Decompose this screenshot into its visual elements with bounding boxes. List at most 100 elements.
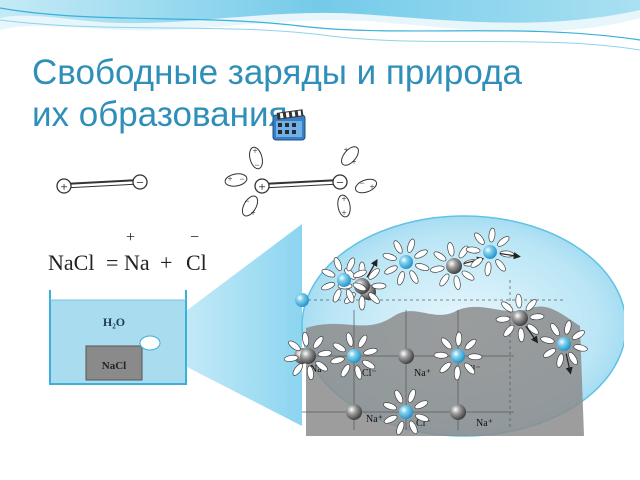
svg-text:+: + xyxy=(250,208,255,218)
water-dipole xyxy=(568,351,578,365)
dipole-positive-end: + xyxy=(60,179,67,194)
water-dipole xyxy=(495,315,511,323)
hydrated-ion xyxy=(465,227,521,277)
svg-text:+: + xyxy=(341,208,346,218)
hydrated-molecule: + − +− +− −+ ++ −+ ++ xyxy=(224,145,378,218)
water-dipole xyxy=(321,282,336,291)
water-dipole xyxy=(497,236,510,247)
water-dipole xyxy=(321,268,336,278)
equation-plus: + xyxy=(160,250,172,275)
water-dipole xyxy=(556,353,564,368)
water-dipole xyxy=(288,340,301,351)
water-dipole xyxy=(488,227,496,243)
chloride-ion xyxy=(483,245,497,259)
lattice-label-na-4: Na⁺ xyxy=(476,418,493,429)
water-dipole xyxy=(363,347,378,356)
water-dipole xyxy=(397,271,405,286)
water-dipole xyxy=(346,257,356,272)
water-dipole xyxy=(317,350,333,358)
water-dipole xyxy=(440,337,453,350)
equation-compound: NaCl xyxy=(48,250,94,275)
water-dipole xyxy=(455,331,463,347)
water-dipole xyxy=(306,365,314,381)
lattice-label-cl-3: Cl⁻ xyxy=(416,418,431,429)
water-dipole xyxy=(315,361,328,372)
equation-anion: Cl xyxy=(186,250,207,275)
ion-motion-arrow xyxy=(525,325,539,344)
water-dipole xyxy=(453,365,461,381)
equation-cation: Na xyxy=(124,250,150,275)
svg-text:−: − xyxy=(244,196,249,206)
hydrated-ion xyxy=(540,320,588,375)
sodium-ion xyxy=(512,310,528,326)
water-dipole xyxy=(346,288,355,303)
water-dipole xyxy=(526,323,539,335)
lattice-label-na-2: Na⁺ xyxy=(414,368,431,379)
svg-text:+: + xyxy=(343,145,348,155)
water-dipole xyxy=(414,249,428,259)
water-dipole xyxy=(407,238,415,253)
water-dipole xyxy=(571,330,585,340)
water-dipole xyxy=(474,232,485,245)
chloride-ion xyxy=(451,349,465,363)
ion-motion-arrow xyxy=(499,252,521,260)
water-dipole xyxy=(352,269,367,278)
svg-text:−: − xyxy=(359,178,364,188)
hydrated-ion xyxy=(433,331,483,381)
water-dipole xyxy=(382,253,397,261)
header-wave-decoration xyxy=(0,0,640,51)
chloride-ion xyxy=(347,349,361,363)
water-dipole xyxy=(447,242,455,257)
title-line-2: их образования xyxy=(32,95,288,134)
ion-motion-arrow xyxy=(366,258,378,278)
svg-text:+: + xyxy=(258,179,265,194)
chloride-ion xyxy=(337,273,351,287)
chloride-ion xyxy=(399,255,413,269)
water-dipole xyxy=(453,275,461,290)
svg-text:−: − xyxy=(254,160,259,170)
lattice-label-cl-1: Cl⁻ xyxy=(362,368,377,379)
dissociation-equation: NaCl = Na + Cl + − xyxy=(48,229,207,275)
hydrated-ion xyxy=(330,332,378,380)
water-dipole xyxy=(495,259,506,272)
water-dipole xyxy=(573,344,588,352)
water-dipole xyxy=(503,324,515,337)
cation-charge-label: + xyxy=(126,229,135,246)
water-dipole xyxy=(383,414,398,424)
water-dipole xyxy=(439,361,452,374)
hydrated-ions xyxy=(283,227,588,436)
water-dipole xyxy=(525,299,537,312)
water-dipole xyxy=(371,282,387,290)
slide-title: Свободные заряды и природа их образовани… xyxy=(32,52,612,136)
water-dipole xyxy=(333,257,342,272)
svg-text:−: − xyxy=(239,174,244,184)
dipole-negative-end: − xyxy=(136,175,143,190)
chloride-ion xyxy=(399,405,413,419)
water-dipole xyxy=(515,293,523,309)
electrolytic-dissociation-illustration: + − + − +− +− −+ ++ −+ ++ NaCl = xyxy=(48,145,624,437)
water-dipole xyxy=(484,261,492,277)
title-line-1: Свободные заряды и природа xyxy=(32,53,522,92)
solvent-label: H₂O xyxy=(103,315,125,329)
svg-text:+: + xyxy=(351,157,356,167)
svg-text:+: + xyxy=(252,146,257,156)
beaker: H₂O NaCl xyxy=(49,290,187,385)
water-dipole xyxy=(313,336,324,349)
water-dipole xyxy=(470,257,483,268)
water-dipole xyxy=(382,402,398,411)
water-dipole xyxy=(357,334,368,348)
hydrated-ion xyxy=(382,388,430,436)
water-dipole xyxy=(467,353,483,361)
water-dipole xyxy=(354,365,363,380)
lattice-label-na-1: Na⁺ xyxy=(310,364,327,375)
water-dipole xyxy=(362,359,376,370)
hydrated-ion xyxy=(283,331,333,381)
water-dipole xyxy=(414,400,429,410)
hydrated-ion xyxy=(430,242,485,290)
water-dipole xyxy=(393,240,403,254)
water-dipole xyxy=(439,273,450,287)
water-dipole xyxy=(292,363,303,376)
water-dipole xyxy=(540,336,555,344)
water-dipole xyxy=(340,364,351,378)
film-clip-icon[interactable] xyxy=(272,109,306,141)
